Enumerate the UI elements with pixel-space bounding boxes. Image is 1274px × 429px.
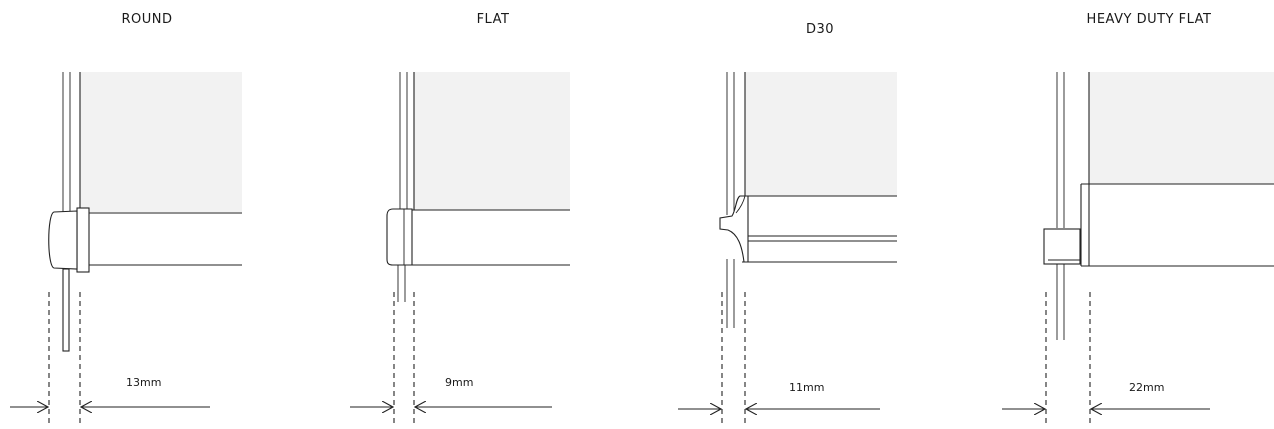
panel-d30: D30 11mm	[678, 22, 897, 426]
dimension-label-round: 13mm	[126, 376, 161, 389]
round-fabric-drawing	[79, 72, 242, 212]
panel-flat: FLAT 9mm	[350, 12, 570, 426]
round-dimension: 13mm	[10, 292, 210, 426]
panel-title-flat: FLAT	[477, 12, 510, 27]
dimension-label-d30: 11mm	[789, 381, 824, 394]
panel-heavy-duty-flat: HEAVY DUTY FLAT 22mm	[1002, 12, 1274, 426]
heavy-duty-flat-fabric-drawing	[1088, 72, 1274, 184]
flat-cord-lines	[397, 72, 408, 302]
heavy-duty-flat-dimension: 22mm	[1002, 292, 1210, 426]
d30-bottom-bar	[719, 195, 897, 263]
dimension-label-heavy-duty-flat: 22mm	[1129, 381, 1164, 394]
panel-title-heavy-duty-flat: HEAVY DUTY FLAT	[1087, 12, 1212, 27]
panel-round: ROUND 13mm	[10, 12, 242, 426]
heavy-duty-flat-cord-lines	[1056, 72, 1065, 340]
flat-bottom-bar	[386, 208, 570, 266]
flat-fabric-drawing	[413, 72, 570, 210]
dimension-label-flat: 9mm	[445, 376, 473, 389]
round-cord-lines	[62, 72, 71, 212]
d30-cord-lines	[726, 72, 735, 328]
round-bottom-bar	[48, 207, 242, 352]
panel-title-d30: D30	[806, 22, 834, 37]
flat-dimension: 9mm	[350, 292, 552, 426]
heavy-duty-flat-bottom-bar	[1043, 183, 1274, 267]
d30-fabric-drawing	[744, 72, 897, 197]
d30-dimension: 11mm	[678, 292, 880, 426]
panel-title-round: ROUND	[121, 12, 172, 27]
